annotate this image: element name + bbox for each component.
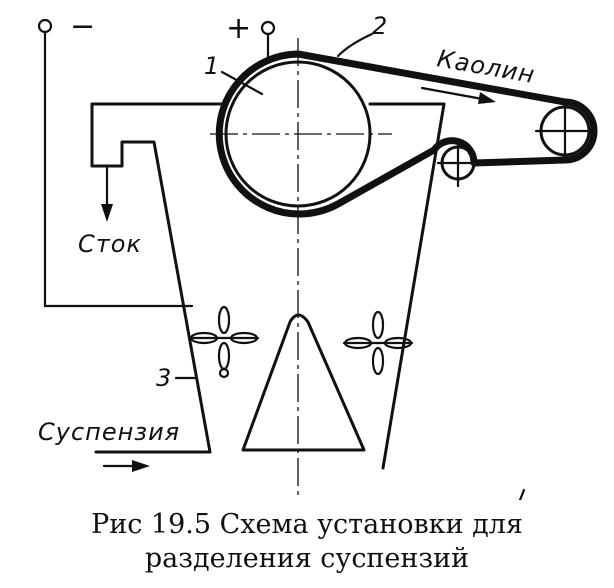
label-2: 2 <box>372 12 387 40</box>
positive-terminal <box>260 20 276 60</box>
label-1: 1 <box>204 52 219 80</box>
roller-right <box>534 100 598 162</box>
drain-arrow <box>101 164 113 222</box>
label-1-leader <box>220 70 264 96</box>
feed-arrow <box>102 460 150 472</box>
caption-line-1: Рис 19.5 Схема установки для <box>91 509 523 540</box>
stray-mark <box>518 488 526 500</box>
negative-terminal <box>37 18 194 308</box>
drum <box>210 60 392 208</box>
center-cone <box>241 313 366 452</box>
stirrer-right <box>342 310 414 376</box>
suspension-label: Суспензия <box>38 418 180 446</box>
kaolin-arrow <box>420 86 496 104</box>
caption-line-2: разделения суспензий <box>144 543 470 574</box>
plus-label: + <box>226 11 251 46</box>
stirrer-left <box>188 305 260 379</box>
idler-roller <box>436 141 480 188</box>
separation-setup-diagram: − + 1 2 3 Каолин Сток Суспензия <box>37 9 598 500</box>
drain-label: Сток <box>78 230 142 258</box>
figure-caption: Рис 19.5 Схема установки для разделения … <box>0 508 614 576</box>
tank-wall-right <box>368 102 446 470</box>
tank-wall-left <box>90 102 228 454</box>
minus-label: − <box>70 9 95 44</box>
label-3: 3 <box>156 364 171 392</box>
label-2-leader <box>336 32 374 58</box>
